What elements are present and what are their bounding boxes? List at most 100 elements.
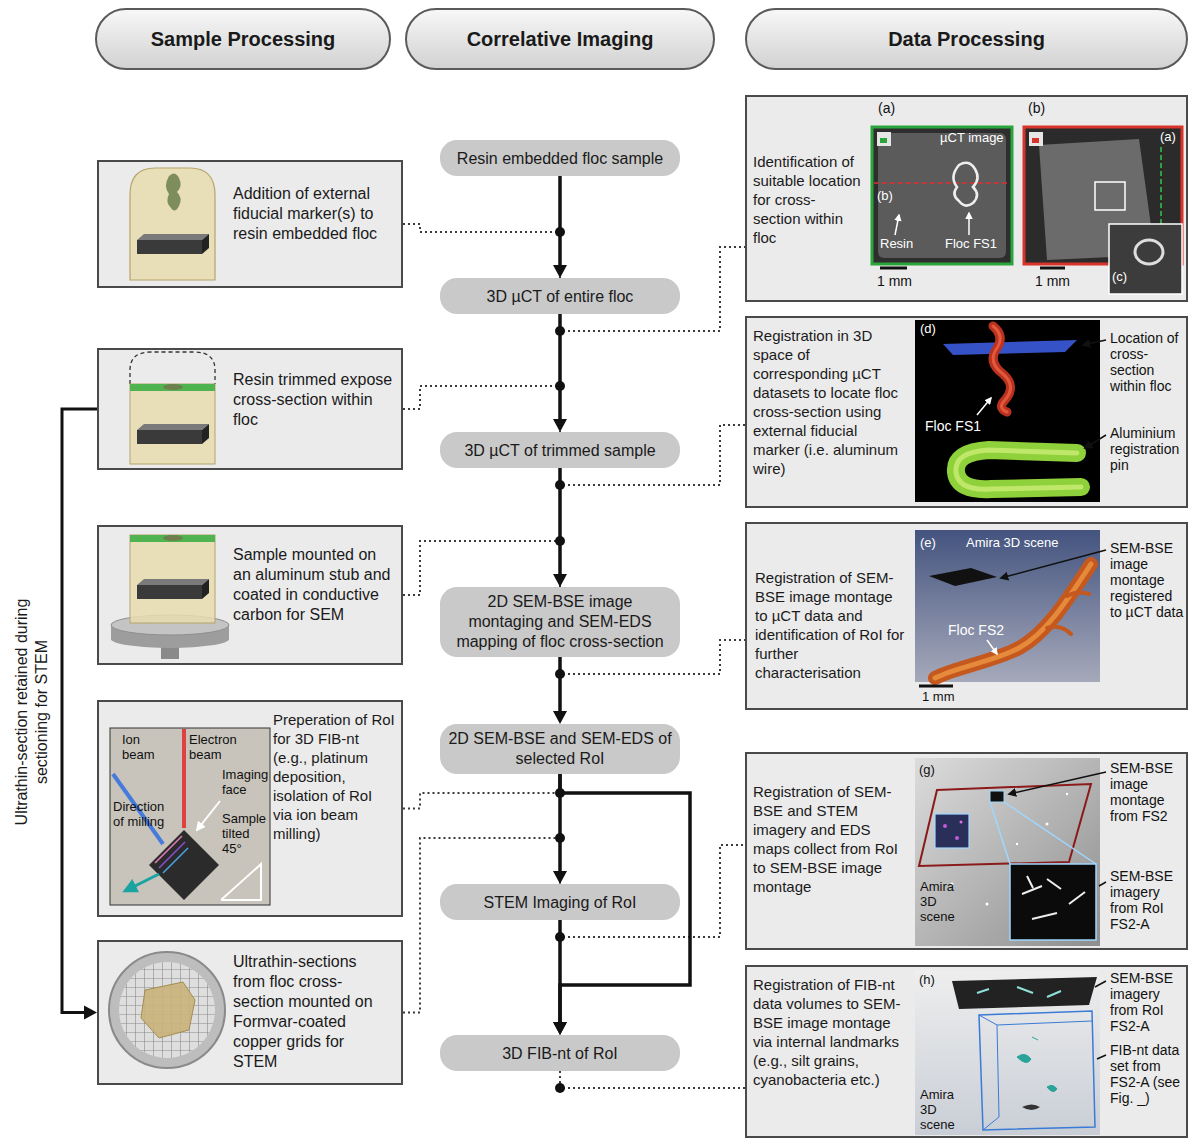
flow-arrow bbox=[553, 774, 567, 884]
registration-3d-scene-part bbox=[956, 450, 1081, 489]
registration-3d-scene-part bbox=[943, 340, 1077, 355]
arrow-head bbox=[84, 1006, 97, 1020]
process-box: Resin trimmed expose cross-section withi… bbox=[97, 348, 403, 470]
stub-mount-illustration-part bbox=[163, 535, 183, 541]
figure-label: Amira 3D scene bbox=[966, 536, 1058, 551]
flow-arrow-line bbox=[62, 409, 97, 1013]
sem-stem-registration-scene-part bbox=[1009, 772, 1106, 794]
trimmed-block-illustration-part bbox=[130, 352, 215, 384]
microct-slice-images-part bbox=[877, 132, 891, 146]
node-text: 2D SEM-BSE image montaging and SEM-EDS m… bbox=[448, 592, 672, 652]
node-text: 3D FIB-nt of RoI bbox=[502, 1044, 618, 1063]
microct-slice-images-part bbox=[874, 182, 1010, 184]
node-text: Registration of SEM-BSE and STEM imagery… bbox=[753, 782, 905, 896]
microct-slice-images-part bbox=[1109, 224, 1182, 294]
fib-geometry-illustration-part bbox=[125, 874, 159, 891]
amira-floc-scene-part bbox=[987, 640, 997, 654]
column-header: Sample Processing bbox=[95, 8, 391, 70]
node-text: Ultrathin-sections from floc cross-secti… bbox=[233, 952, 393, 1072]
step-pill: 2D SEM-BSE image montaging and SEM-EDS m… bbox=[440, 587, 680, 657]
figure-label: (c) bbox=[1112, 270, 1127, 285]
arrow-head bbox=[553, 1022, 567, 1035]
fib-volume-scene-part bbox=[977, 987, 1061, 997]
figure-label: Floc FS2 bbox=[948, 622, 1004, 638]
sem-stem-registration-scene-part bbox=[915, 758, 1100, 946]
flow-arrow bbox=[553, 468, 567, 587]
resin-block-illustration-part bbox=[202, 234, 209, 254]
figure-label: Resin bbox=[880, 237, 913, 252]
junction-dot bbox=[555, 1083, 565, 1093]
flow-arrow bbox=[553, 314, 567, 432]
node-text: 3D µCT of trimmed sample bbox=[464, 441, 655, 460]
node-text: Registration of SEM-BSE image montage to… bbox=[755, 568, 905, 682]
figure-label: (b) bbox=[877, 189, 893, 204]
figure-label: SEM-BSE image montage from FS2 bbox=[1110, 760, 1184, 824]
step-pill: 2D SEM-BSE and SEM-EDS of selected RoI bbox=[440, 724, 680, 774]
junction-dot bbox=[555, 480, 565, 490]
figure-label: µCT image bbox=[940, 131, 1004, 146]
sem-stem-registration-scene-part bbox=[919, 784, 1091, 866]
figure-label: (h) bbox=[919, 973, 935, 988]
figure-label: Imaging face bbox=[222, 768, 270, 798]
sem-stem-registration-scene-part bbox=[1016, 843, 1018, 845]
flow-arrow bbox=[62, 409, 97, 1020]
step-pill: Resin embedded floc sample bbox=[440, 140, 680, 176]
fib-geometry-illustration-part bbox=[163, 848, 188, 873]
amira-floc-scene-part bbox=[1001, 550, 1106, 578]
microct-slice-images-part bbox=[872, 127, 1012, 264]
sem-stem-registration-scene-part bbox=[935, 814, 969, 848]
arrow-head bbox=[553, 574, 567, 587]
microct-slice-images-part bbox=[1029, 132, 1043, 146]
node-text: Resin trimmed expose cross-section withi… bbox=[233, 370, 393, 430]
microct-slice-images-part bbox=[1095, 182, 1125, 210]
copper-grid-illustration-part bbox=[109, 952, 225, 1068]
trimmed-block-illustration-part bbox=[130, 384, 215, 391]
trimmed-block-illustration-part bbox=[202, 424, 209, 444]
microct-slice-images-part bbox=[895, 215, 899, 235]
sem-stem-registration-scene-part bbox=[990, 802, 1010, 864]
junction-dot bbox=[555, 788, 565, 798]
junction-dot bbox=[555, 536, 565, 546]
figure-label: SEM-BSE imagery from RoI FS2-A bbox=[1110, 970, 1184, 1034]
dotted-link-line bbox=[403, 386, 560, 432]
fib-geometry-illustration-part bbox=[182, 729, 186, 828]
flow-arrow-group bbox=[62, 176, 690, 1035]
figure-label: 1 mm bbox=[922, 690, 955, 705]
node-text: Data Processing bbox=[888, 27, 1045, 51]
sem-stem-registration-scene-part bbox=[990, 791, 1004, 802]
figure-label: Sample tilted 45° bbox=[222, 812, 272, 857]
registration-3d-scene-part bbox=[1083, 340, 1106, 345]
microct-slice-images-part bbox=[880, 138, 887, 143]
dotted-link-line bbox=[403, 838, 560, 1013]
amira-floc-scene-part bbox=[929, 568, 997, 586]
registration-3d-scene-part bbox=[956, 450, 1081, 489]
registration-3d-scene-part bbox=[993, 326, 1011, 412]
sem-stem-registration-scene-part bbox=[1046, 823, 1049, 826]
node-text: Preperation of RoI for 3D FIB-nt (e.g., … bbox=[273, 710, 395, 843]
figure-label: SEM-BSE imagery from RoI FS2-A bbox=[1110, 868, 1184, 932]
sem-stem-registration-scene-part bbox=[1066, 793, 1068, 795]
dotted-link bbox=[403, 386, 560, 432]
stub-mount-illustration-part bbox=[130, 535, 215, 623]
fib-volume-scene-part bbox=[1095, 981, 1106, 987]
flow-arrow bbox=[553, 657, 567, 724]
figure-label: FIB-nt data set from FS2-A (see Fig. _) bbox=[1110, 1042, 1184, 1106]
process-box: Addition of external fiducial marker(s) … bbox=[97, 160, 403, 288]
figure-label: Ion beam bbox=[122, 733, 166, 763]
fib-geometry-illustration-part bbox=[197, 801, 220, 830]
figure-label: (a) bbox=[1160, 130, 1176, 145]
trimmed-block-illustration-part bbox=[137, 424, 209, 430]
copper-grid-illustration-part bbox=[119, 962, 215, 1058]
node-text: Sample mounted on an aluminum stub and c… bbox=[233, 545, 393, 625]
process-box: Sample mounted on an aluminum stub and c… bbox=[97, 525, 403, 665]
copper-grid-illustration-part bbox=[141, 982, 195, 1038]
figure-label: (g) bbox=[919, 763, 935, 778]
registration-3d-scene-part bbox=[915, 320, 1100, 502]
figure-label: (e) bbox=[920, 536, 936, 551]
arrow-head bbox=[553, 1022, 567, 1035]
amira-floc-scene-part bbox=[915, 530, 1100, 682]
stub-mount-illustration-part bbox=[202, 579, 209, 599]
junction-dot bbox=[555, 669, 565, 679]
stub-mount-illustration-part bbox=[137, 579, 209, 585]
node-text: Registration of FIB-nt data volumes to S… bbox=[753, 975, 905, 1089]
